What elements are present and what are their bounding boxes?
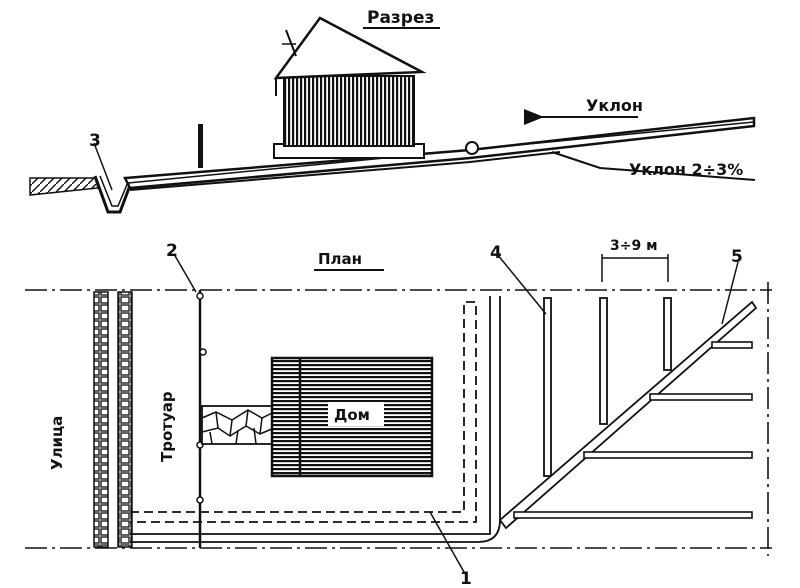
sidewalk-label: Тротуар (158, 391, 176, 462)
ditch-callout-line (93, 142, 113, 191)
drain-lateral-3 (663, 297, 672, 371)
curb-left (93, 291, 109, 548)
fence-post (198, 124, 203, 168)
section-view: Разрез 3 Уклон Уклон 2÷3% (29, 8, 756, 214)
diagonal-drain (498, 300, 758, 530)
callout-3: 3 (89, 131, 101, 151)
plan-view: План Улица Тротуар 2 Дом (25, 238, 772, 588)
callout-2-text: 2 (166, 241, 178, 261)
callout-1-leader (429, 511, 465, 573)
slope-value-label: Уклон 2÷3% (629, 160, 743, 179)
drain-lateral-2 (599, 297, 608, 425)
branch-2 (583, 451, 753, 459)
plan-title: План (318, 250, 362, 268)
slope-value-leader (551, 151, 756, 181)
collector-inner (130, 296, 491, 535)
spacing-label: 3÷9 м (610, 238, 658, 254)
house-label: Дом (334, 406, 370, 424)
dashed-drain (130, 301, 477, 523)
callout-5: 5 (731, 247, 743, 267)
soil-hatch (29, 177, 99, 196)
branch-3 (649, 393, 753, 401)
callout-1: 1 (460, 569, 472, 588)
drain-pipe (129, 151, 561, 191)
slope-arrow-label: Уклон (586, 96, 643, 115)
branch-4 (711, 341, 753, 349)
curb-right (117, 291, 133, 548)
house-roof (273, 16, 427, 80)
house-wall (283, 75, 415, 147)
branch-1 (513, 511, 753, 519)
callout-4: 4 (490, 243, 502, 263)
drain-lateral-1 (543, 297, 552, 477)
callout-5-leader (721, 261, 739, 325)
stone-path (201, 405, 275, 445)
street-label: Улица (48, 416, 66, 470)
ditch (93, 175, 134, 214)
callout-4-leader (496, 253, 547, 315)
callout-2-leader (173, 253, 197, 293)
drain-pipe-section (465, 141, 479, 155)
section-title: Разрез (367, 8, 434, 28)
